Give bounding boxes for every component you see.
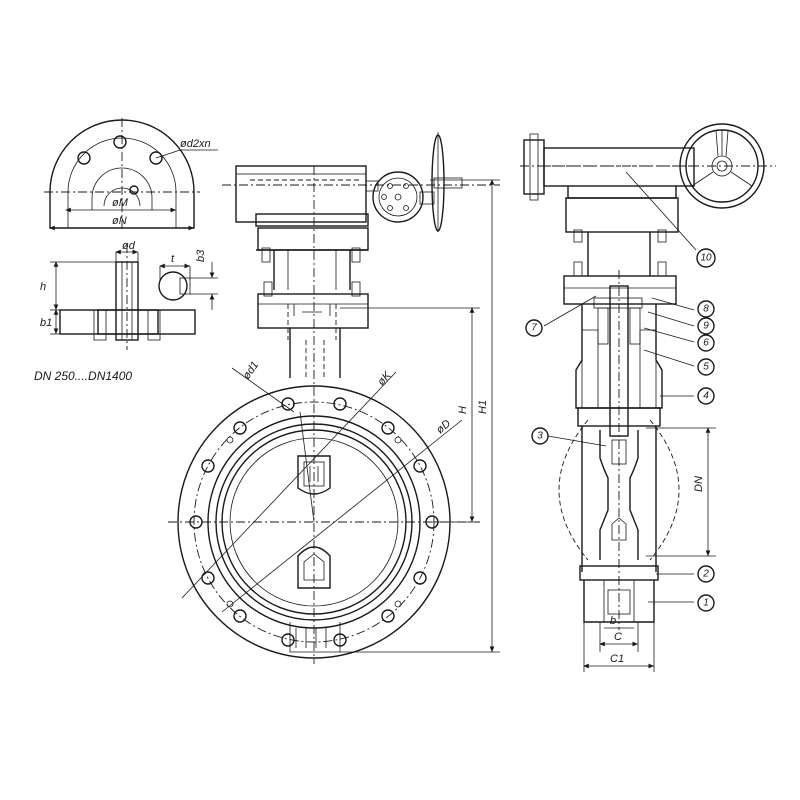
label-t: t [171, 253, 175, 265]
label-H: H [457, 406, 469, 414]
svg-text:10: 10 [700, 253, 712, 264]
callout-2: 2 [697, 565, 715, 583]
label-D: øD [434, 418, 453, 437]
callout-6: 6 [697, 334, 715, 352]
range-note: DN 250....DN1400 [34, 369, 132, 383]
label-b3: b3 [195, 249, 207, 262]
shaft-key-detail: t b3 [158, 249, 218, 310]
label-d1: ød1 [241, 359, 262, 381]
svg-text:6: 6 [703, 338, 709, 349]
label-C: C [614, 631, 622, 643]
flange-section-detail: ød h b1 [40, 240, 196, 350]
svg-text:3: 3 [537, 431, 543, 442]
side-view: DN b C C1 10 8 9 [520, 123, 776, 672]
svg-text:2: 2 [702, 569, 709, 580]
svg-text:5: 5 [703, 362, 709, 373]
callout-8: 8 [697, 300, 715, 318]
svg-text:1: 1 [703, 598, 709, 609]
label-b: b [610, 615, 616, 627]
callout-7: 7 [525, 319, 543, 337]
svg-text:9: 9 [703, 321, 709, 332]
callout-5: 5 [697, 358, 715, 376]
label-M: øM [112, 197, 129, 209]
label-N: øN [112, 215, 127, 227]
label-b1: b1 [40, 317, 52, 329]
label-K: øK [375, 369, 394, 388]
label-DN: DN [693, 476, 705, 492]
front-view: H H1 ød1 øK øD [168, 132, 500, 664]
svg-text:8: 8 [703, 304, 709, 315]
svg-text:4: 4 [703, 391, 709, 402]
svg-text:7: 7 [531, 323, 537, 334]
label-C1: C1 [610, 653, 624, 665]
callout-1: 1 [697, 594, 715, 612]
label-H1: H1 [477, 400, 489, 414]
callout-4: 4 [697, 387, 715, 405]
label-d: ød [122, 240, 136, 252]
label-d2xn: ød2xn [180, 138, 211, 150]
callout-10: 10 [696, 248, 716, 268]
top-flange-detail: ød2xn øM øN [44, 118, 218, 232]
callout-9: 9 [697, 317, 715, 335]
callout-3: 3 [531, 427, 549, 445]
label-h: h [40, 281, 46, 293]
